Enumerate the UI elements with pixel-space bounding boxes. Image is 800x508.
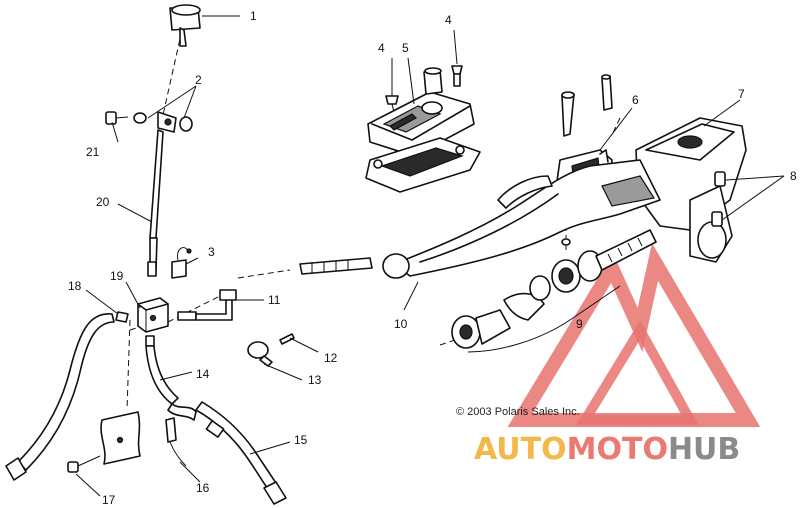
callout-13: 13: [308, 373, 322, 387]
part-15-brake-hose: [195, 401, 287, 505]
callout-2: 2: [195, 73, 202, 87]
part-1-banjo-fitting: [169, 4, 201, 47]
part-5-diaphragm: [365, 137, 481, 193]
callout-3: 3: [208, 245, 215, 259]
callout-5: 5: [402, 41, 409, 55]
callout-6: 6: [632, 93, 639, 107]
part-18-brake-hose: [5, 311, 129, 481]
part-14-brake-hose: [145, 335, 197, 421]
part-7-master-cylinder: [635, 117, 747, 263]
pivot-pins: [561, 74, 613, 137]
watermark-wordmark: AUTOMOTOHUB: [474, 432, 740, 467]
part-16-fitting: [165, 417, 187, 467]
callout-19: 19: [110, 269, 124, 283]
callout-8: 8: [790, 169, 797, 183]
part-2-washers: [133, 111, 193, 133]
svg-text:AUTOMOTOHUB: AUTOMOTOHUB: [474, 432, 740, 467]
callout-4b: 4: [445, 13, 452, 27]
callout-18: 18: [68, 279, 82, 293]
callout-7: 7: [738, 87, 745, 101]
watermark-logo: [507, 243, 761, 427]
watermark-part-a: AUTO: [474, 432, 567, 467]
callout-1: 1: [250, 9, 257, 23]
callout-17: 17: [102, 493, 116, 507]
part-10-brake-lever: [382, 159, 661, 279]
part-9-piston-kit: [451, 229, 657, 349]
callout-20: 20: [96, 195, 110, 209]
part-20-brake-line: [147, 129, 164, 277]
part-11-brake-line: [177, 289, 237, 321]
callout-12: 12: [324, 351, 338, 365]
part-3-brake-switch: [171, 247, 192, 279]
part-13-clamp: [247, 341, 273, 367]
cable-rod: [299, 257, 373, 275]
part-12-screw: [279, 333, 295, 345]
part-5-reservoir-cover: [367, 67, 475, 157]
watermark-part-c: HUB: [668, 432, 740, 467]
callout-15: 15: [294, 433, 308, 447]
part-17-bracket: [67, 411, 141, 473]
callout-9: 9: [576, 317, 583, 331]
callout-11: 11: [268, 293, 281, 307]
callouts: 1 2 3 4 4 5 6 7 8 9 10 11 12 13 14 15 16…: [68, 9, 797, 507]
callout-16: 16: [196, 481, 210, 495]
callout-14: 14: [196, 367, 210, 381]
copyright-text: © 2003 Polaris Sales Inc.: [456, 406, 580, 418]
callout-4a: 4: [378, 41, 385, 55]
leader-lines: [75, 15, 785, 497]
part-4-screws: [385, 65, 463, 113]
part-21-bolt: [105, 111, 129, 125]
watermark-part-b: MOTO: [567, 432, 668, 467]
callout-21: 21: [86, 145, 100, 159]
part-19-junction-block: [137, 297, 169, 333]
part-8-mounting-bolts: [711, 171, 726, 227]
callout-10: 10: [394, 317, 408, 331]
